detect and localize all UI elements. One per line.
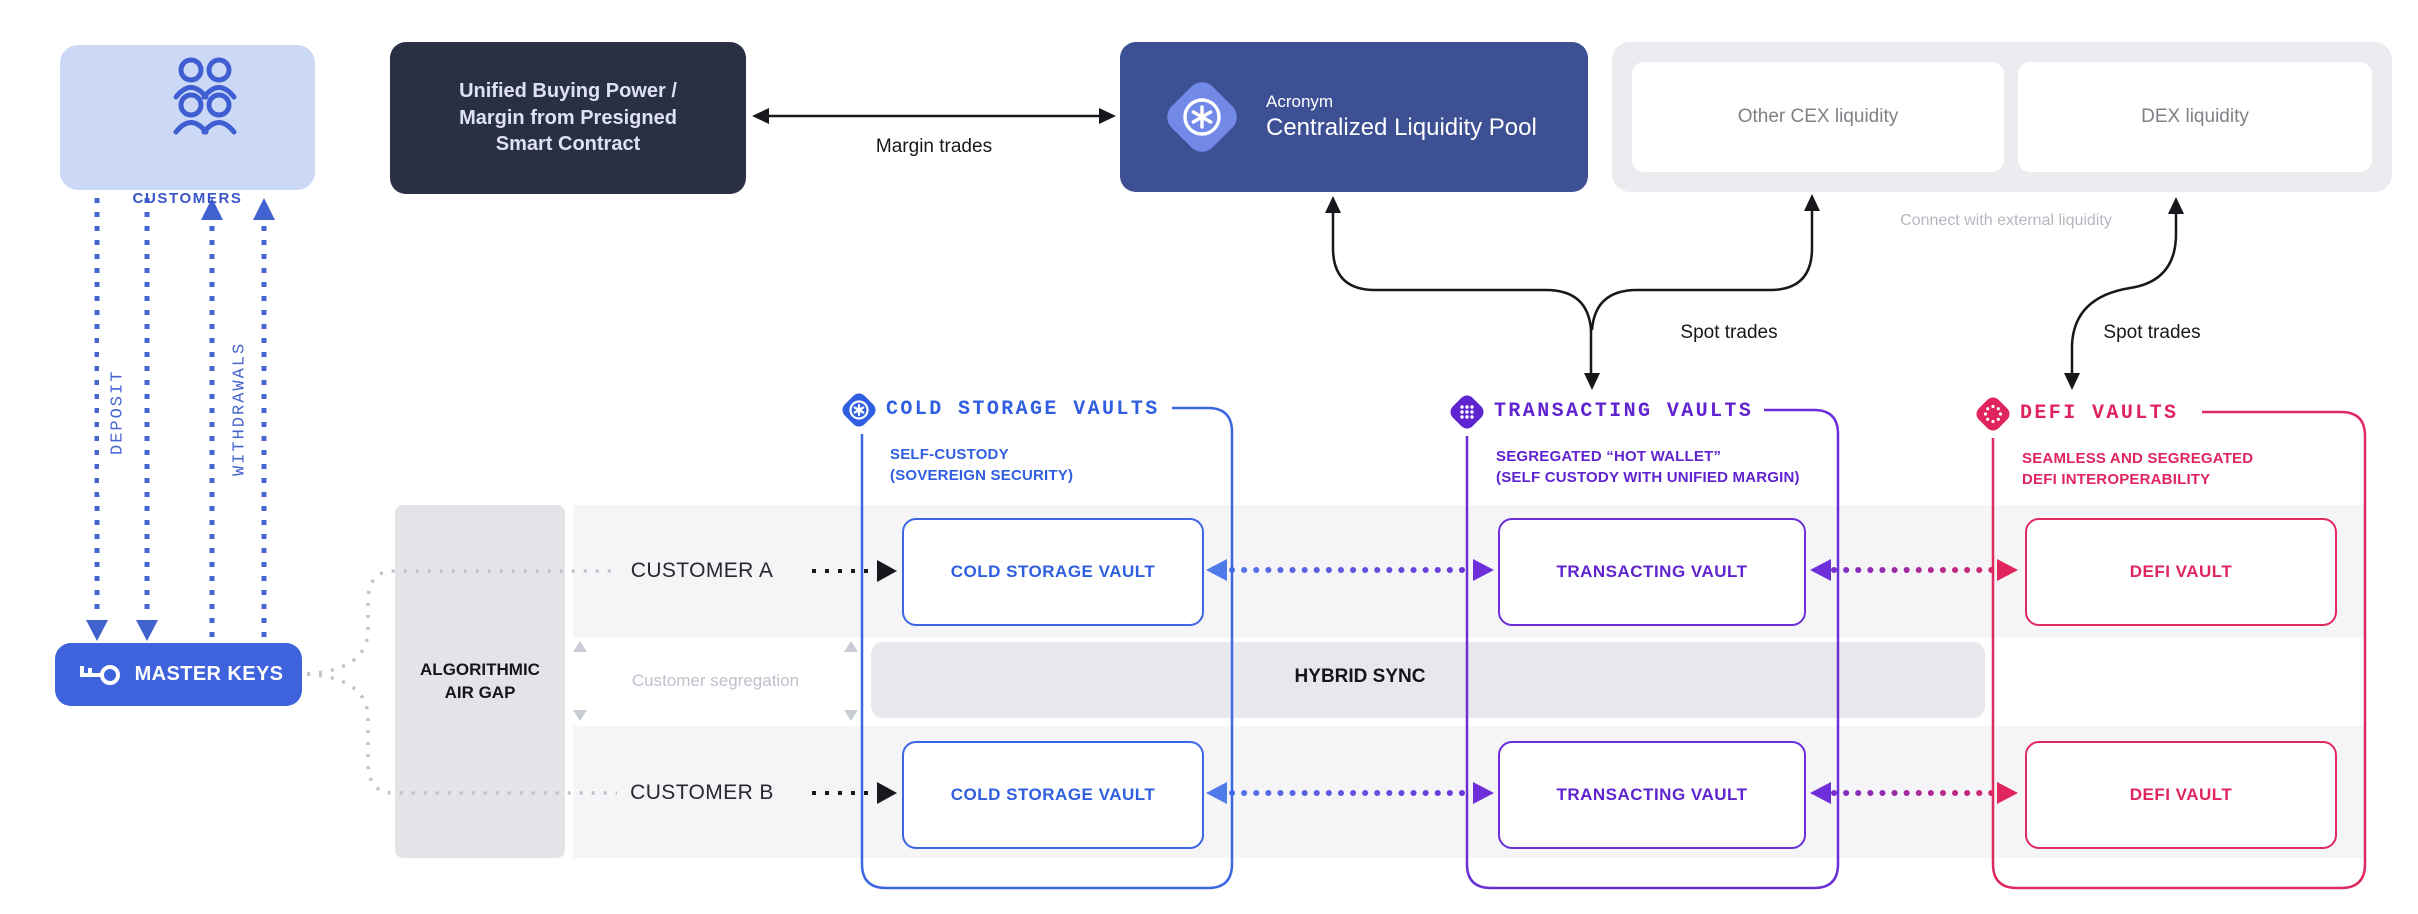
customer-a-label: CUSTOMER A [617,551,787,591]
defi-vaults-icon [1976,397,2010,431]
spot-trades-right-label: Spot trades [2103,322,2201,343]
dex-liquidity-card: DEX liquidity [2018,62,2372,172]
deposit-label: DEPOSIT [99,330,137,495]
unified-line2: Margin from Presigned [459,106,677,129]
master-keys-button: MASTER KEYS [55,643,302,706]
customers-box: CUSTOMERS [60,45,315,207]
hybrid-sync-label: HYBRID SYNC [1294,666,1426,687]
cold-storage-vaults-icon [842,393,876,427]
acronym-logo-icon [1167,82,1237,152]
customer-b-label: CUSTOMER B [617,773,787,813]
customer-segregation-box: Customer segregation [573,640,858,722]
unified-line3: Smart Contract [495,133,641,156]
withdrawals-label: WITHDRAWALS [221,300,259,518]
hybrid-sync-band [871,642,1985,718]
master-keys-label: MASTER KEYS [134,663,284,685]
spot-trades-left-arrow [1331,202,1814,376]
defi-vaults-subtitle: SEAMLESS AND SEGREGATED DEFI INTEROPERAB… [2022,450,2254,488]
cold-storage-vault-a: COLD STORAGE VAULT [902,518,1204,626]
pool-name: Centralized Liquidity Pool [1266,113,1537,141]
customers-icon [173,57,237,135]
customer-segregation-label: Customer segregation [631,671,800,690]
other-cex-liquidity-card: Other CEX liquidity [1632,62,2004,172]
defi-vaults-title: DEFI VAULTS [2020,402,2179,425]
withdrawal-arrowhead [253,198,275,220]
air-gap-line2: AIR GAP [444,682,516,702]
margin-trades-label: Margin trades [875,136,993,157]
unified-buying-power-box: Unified Buying Power / Margin from Presi… [390,42,746,194]
customers-label: CUSTOMERS [132,190,243,207]
liquidity-pool-box: Acronym Centralized Liquidity Pool [1120,42,1588,192]
algorithmic-air-gap-box: ALGORITHMIC AIR GAP [395,505,565,858]
customer-row-black-dotted [812,569,872,795]
external-liquidity-container: Other CEX liquidity DEX liquidity [1612,42,2392,192]
defi-section-border [1991,410,2367,890]
transacting-vault-b: TRANSACTING VAULT [1498,741,1806,849]
spot-trades-left-label: Spot trades [1680,322,1778,343]
defi-vault-b: DEFI VAULT [2025,741,2337,849]
transacting-vaults-icon [1450,395,1484,429]
pool-brand: Acronym [1266,92,1334,112]
cold-section-border [860,406,1234,890]
air-gap-line1: ALGORITHMIC [420,659,540,679]
key-icon [79,664,120,685]
master-keys-fork-dotted [306,569,648,795]
segregation-ticks [573,641,858,721]
transacting-vault-a: TRANSACTING VAULT [1498,518,1806,626]
cex-label: Other CEX liquidity [1737,106,1899,127]
transacting-vaults-subtitle: SEGREGATED “HOT WALLET” (SELF CUSTODY WI… [1496,448,1800,486]
connect-external-caption: Connect with external liquidity [1900,212,2112,229]
unified-line1: Unified Buying Power / [459,80,677,103]
transacting-vaults-title: TRANSACTING VAULTS [1494,400,1754,423]
cold-storage-vault-b: COLD STORAGE VAULT [902,741,1204,849]
deposit-arrowhead [136,620,158,641]
dex-label: DEX liquidity [2141,106,2249,127]
defi-vault-a: DEFI VAULT [2025,518,2337,626]
deposit-arrowhead [86,620,108,641]
withdrawal-arrowhead [201,198,223,220]
cold-storage-vaults-subtitle: SELF-CUSTODY (SOVEREIGN SECURITY) [890,446,1074,484]
transacting-section-border [1465,408,1840,890]
cold-storage-vaults-title: COLD STORAGE VAULTS [886,398,1160,421]
spot-trades-right-arrow [2070,205,2178,376]
